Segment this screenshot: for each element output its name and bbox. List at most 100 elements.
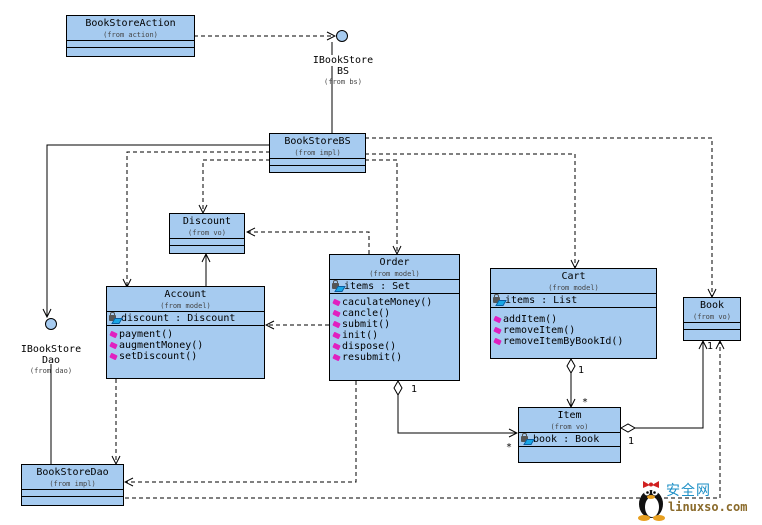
class-name: Item xyxy=(557,410,582,421)
aggr-item-book xyxy=(621,341,703,428)
class-cart[interactable]: Cart(from model) items : List addItem() … xyxy=(490,268,657,359)
class-package: (from action) xyxy=(103,31,158,39)
operation-text: dispose() xyxy=(342,341,397,352)
operation-text: payment() xyxy=(119,329,174,340)
interface-package: (from dao) xyxy=(29,367,73,375)
interface-name-line2: BS xyxy=(336,66,350,77)
dep-bookstoredao-book xyxy=(125,341,720,499)
attribute-row[interactable]: discount : Discount xyxy=(109,311,262,324)
dep-order-discount xyxy=(247,232,370,254)
operations-compartment: payment() augmentMoney() setDiscount() xyxy=(107,326,264,364)
attribute-text: book : Book xyxy=(533,434,600,445)
class-name: BookStoreBS xyxy=(284,136,351,147)
operation-row[interactable]: caculateMoney() xyxy=(332,297,457,308)
class-discount[interactable]: Discount (from vo) xyxy=(169,213,245,254)
dep-bookstorebs-order xyxy=(365,159,397,254)
operation-text: submit() xyxy=(342,319,391,330)
attributes-compartment xyxy=(270,159,365,166)
class-name: BookStoreDao xyxy=(36,467,109,478)
interface-name-line1: IBookStore xyxy=(20,344,82,355)
multiplicity-order-end: 1 xyxy=(411,384,418,395)
watermark-logo: 安全网 linuxso.com xyxy=(632,474,762,524)
class-bookstoredao[interactable]: BookStoreDao (from impl) xyxy=(21,464,124,506)
assoc-bookstorebs-ibookstoredao xyxy=(47,144,270,317)
class-bookstoreaction[interactable]: BookStoreAction (from action) xyxy=(66,15,195,57)
class-name: BookStoreAction xyxy=(85,18,176,29)
attributes-compartment xyxy=(22,490,123,497)
interface-ibookstorebs-label: IBookStore BS (from bs) xyxy=(305,55,381,87)
class-package: (from model) xyxy=(369,270,420,278)
multiplicity-book-end: 1 xyxy=(707,341,714,352)
operation-row[interactable]: cancle() xyxy=(332,308,457,319)
class-name: Discount xyxy=(182,216,232,227)
interface-ibookstoredao-label: IBookStore Dao (from dao) xyxy=(13,344,89,376)
public-operation-icon xyxy=(109,341,118,350)
class-account[interactable]: Account(from model) discount : Discount … xyxy=(106,286,265,379)
public-operation-icon xyxy=(109,330,118,339)
class-item[interactable]: Item (from vo) book : Book xyxy=(518,407,621,463)
private-attribute-icon xyxy=(493,293,507,306)
class-name: Cart xyxy=(561,271,586,282)
multiplicity-cart-end: 1 xyxy=(578,365,585,376)
operation-row[interactable]: removeItemByBookId() xyxy=(493,336,654,347)
class-name: Account xyxy=(164,289,207,300)
class-package: (from vo) xyxy=(188,229,226,237)
attribute-row[interactable]: items : Set xyxy=(332,279,457,292)
interface-ibookstorebs-lollipop[interactable] xyxy=(336,30,348,42)
operation-text: removeItem() xyxy=(503,325,576,336)
operation-row[interactable]: submit() xyxy=(332,319,457,330)
multiplicity-item-end-book: 1 xyxy=(628,436,635,447)
private-attribute-icon xyxy=(521,432,535,445)
interface-package: (from bs) xyxy=(324,78,362,86)
attributes-compartment: items : Set xyxy=(330,279,459,294)
interface-name-line1: IBookStore xyxy=(305,55,381,66)
class-order[interactable]: Order (from model) items : Set caculateMo… xyxy=(329,254,460,381)
watermark-url-text: linuxso.com xyxy=(668,500,748,514)
operations-compartment xyxy=(270,166,365,177)
operation-row[interactable]: payment() xyxy=(109,329,262,340)
attributes-compartment xyxy=(684,323,740,330)
public-operation-icon xyxy=(493,326,502,335)
attribute-row[interactable]: book : Book xyxy=(521,432,618,445)
public-operation-icon xyxy=(332,353,341,362)
class-name: Order xyxy=(379,257,410,268)
class-package: (from vo) xyxy=(550,423,589,431)
operation-row[interactable]: init() xyxy=(332,330,457,341)
operations-compartment xyxy=(170,246,244,257)
operations-compartment xyxy=(519,447,620,458)
aggr-order-item xyxy=(398,381,517,433)
attribute-text: items : List xyxy=(505,295,578,306)
public-operation-icon xyxy=(332,320,341,329)
operations-compartment: addItem() removeItem() removeItemByBookI… xyxy=(491,308,656,349)
operation-row[interactable]: augmentMoney() xyxy=(109,340,262,351)
public-operation-icon xyxy=(493,337,502,346)
operation-row[interactable]: setDiscount() xyxy=(109,351,262,362)
operation-text: setDiscount() xyxy=(119,351,198,362)
operation-text: resubmit() xyxy=(342,352,403,363)
dep-bookstorebs-account xyxy=(127,151,270,287)
operation-text: init() xyxy=(342,330,379,341)
operations-compartment xyxy=(22,497,123,508)
class-package: (from vo) xyxy=(693,313,731,321)
attributes-compartment: items : List xyxy=(491,293,656,308)
public-operation-icon xyxy=(493,315,502,324)
operation-row[interactable]: dispose() xyxy=(332,341,457,352)
operations-compartment: caculateMoney() cancle() submit() init()… xyxy=(330,294,459,365)
operations-compartment xyxy=(684,330,740,341)
public-operation-icon xyxy=(332,298,341,307)
class-bookstorebs[interactable]: BookStoreBS(from impl) xyxy=(269,133,366,173)
class-book[interactable]: Book(from vo) xyxy=(683,297,741,341)
watermark-chinese-text: 安全网 xyxy=(666,483,711,499)
attribute-row[interactable]: items : List xyxy=(493,293,654,306)
dep-bookstorebs-cart xyxy=(365,153,575,268)
operation-row[interactable]: resubmit() xyxy=(332,352,457,363)
dep-bookstorebs-discount xyxy=(203,159,270,213)
operation-row[interactable]: removeItem() xyxy=(493,325,654,336)
dep-order-bookstoredao xyxy=(125,381,357,482)
class-package: (from impl) xyxy=(49,480,96,488)
class-package: (from model) xyxy=(160,302,211,310)
operation-row[interactable]: addItem() xyxy=(493,314,654,325)
interface-ibookstoredao-lollipop[interactable] xyxy=(45,318,57,330)
